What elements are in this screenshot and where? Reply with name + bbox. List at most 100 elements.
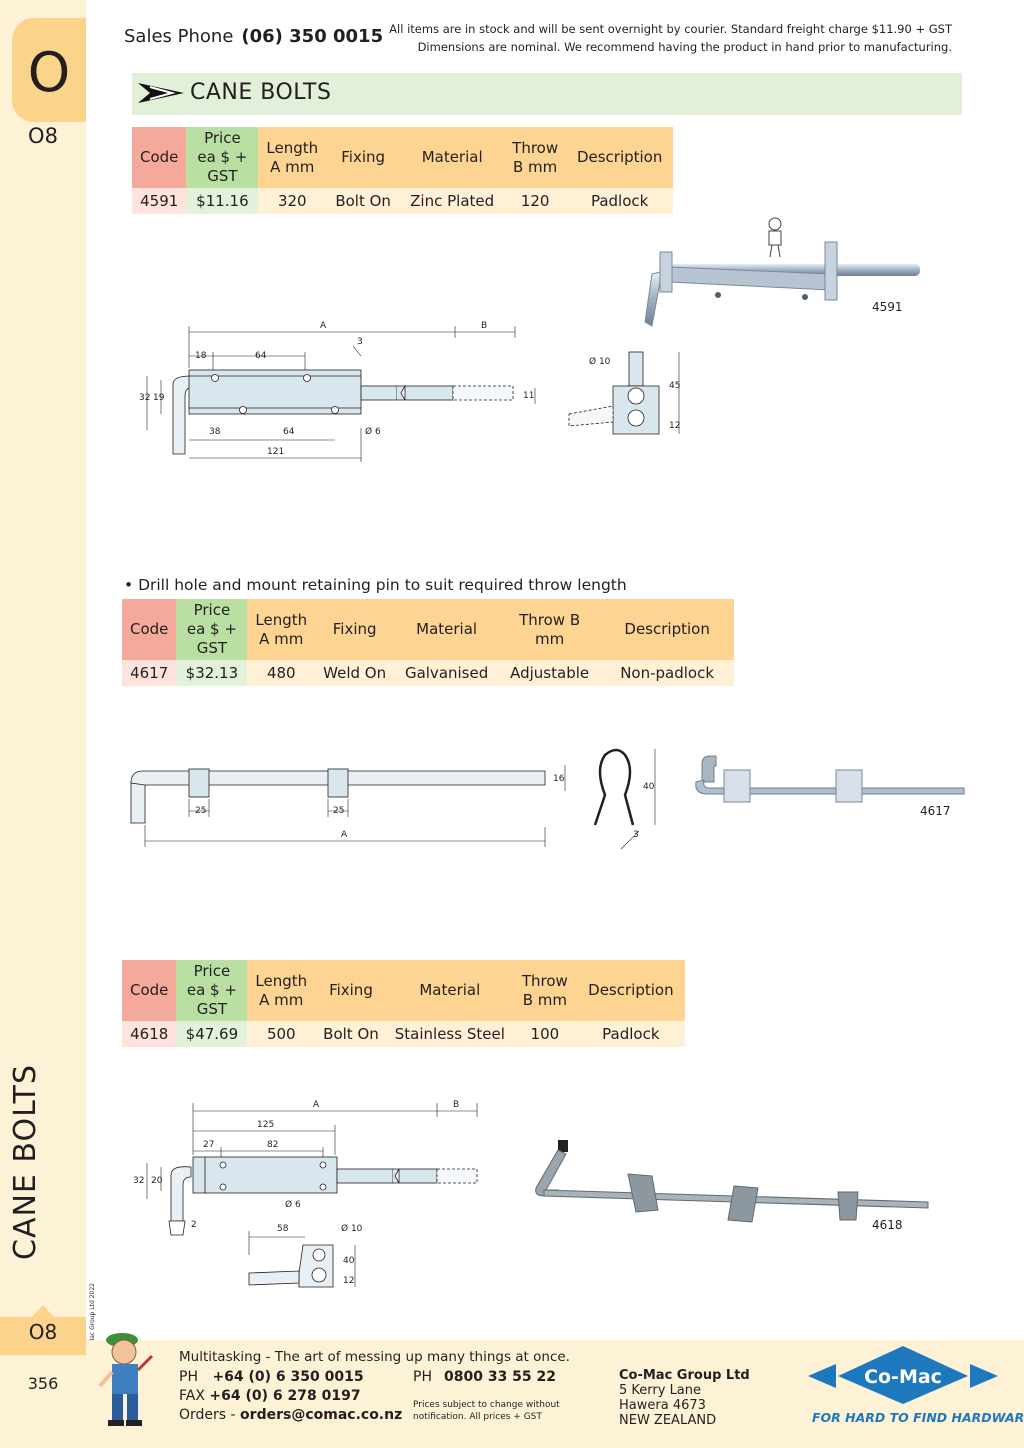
footer-phone-label: PH bbox=[179, 1369, 198, 1385]
title-arrow-icon bbox=[138, 83, 184, 103]
dim-label: 58 bbox=[277, 1224, 289, 1234]
note-4617: • Drill hole and mount retaining pin to … bbox=[124, 576, 627, 594]
table-header-row: Code Price ea $ + GST Length A mm Fixing… bbox=[122, 599, 735, 660]
cell-code: 4591 bbox=[132, 188, 187, 214]
technical-drawing-4617: 25 25 A 16 40 3 bbox=[130, 748, 656, 850]
dim-label: 38 bbox=[209, 427, 221, 437]
footer-fax-label: FAX bbox=[179, 1388, 205, 1404]
company-address: Co-Mac Group Ltd 5 Kerry Lane Hawera 467… bbox=[619, 1368, 750, 1428]
dim-label: 20 bbox=[151, 1176, 163, 1186]
notice-line-2: Dimensions are nominal. We recommend hav… bbox=[417, 40, 952, 54]
section-tab bbox=[12, 18, 86, 122]
table-header-row: Code Price ea $ + GST Length A mm Fixing… bbox=[122, 960, 685, 1021]
dim-label: 82 bbox=[267, 1140, 278, 1150]
dim-label: B bbox=[481, 321, 487, 331]
cell-price: $32.13 bbox=[176, 660, 248, 686]
price-notice-line-2: notification. All prices + GST bbox=[413, 1412, 542, 1422]
stock-notice: All items are in stock and will be sent … bbox=[389, 20, 952, 56]
address-line-3: NEW ZEALAND bbox=[619, 1413, 717, 1428]
dim-label: 25 bbox=[195, 806, 206, 816]
dim-label: 27 bbox=[203, 1140, 214, 1150]
spec-table-4618: Code Price ea $ + GST Length A mm Fixing… bbox=[122, 960, 685, 1047]
dim-label: 121 bbox=[267, 447, 284, 457]
header-fixing: Fixing bbox=[326, 127, 401, 188]
product-photo-4617: 4617 bbox=[695, 755, 965, 818]
table-row: 4591 $11.16 320 Bolt On Zinc Plated 120 … bbox=[132, 188, 674, 214]
footer-fax: FAX +64 (0) 6 278 0197 bbox=[179, 1388, 361, 1404]
dim-label: 3 bbox=[633, 830, 639, 840]
page-code-bottom: O8 bbox=[28, 1320, 58, 1344]
dim-label: Ø 6 bbox=[285, 1199, 301, 1210]
address-line-2: Hawera 4673 bbox=[619, 1398, 706, 1413]
dim-label: 16 bbox=[553, 774, 565, 784]
company-name: Co-Mac Group Ltd bbox=[619, 1368, 750, 1383]
footer-orders-label: Orders - bbox=[179, 1407, 236, 1423]
table-row: 4618 $47.69 500 Bolt On Stainless Steel … bbox=[122, 1021, 685, 1047]
dim-label: 40 bbox=[643, 782, 655, 792]
cell-length: 480 bbox=[247, 660, 316, 686]
dim-label: 40 bbox=[343, 1256, 355, 1266]
product-photo-4618: 4618 bbox=[535, 1140, 929, 1232]
section-title: CANE BOLTS bbox=[190, 80, 332, 105]
dim-label: 18 bbox=[195, 351, 207, 361]
dim-label: 32 bbox=[139, 393, 150, 403]
dim-label: 45 bbox=[669, 381, 680, 391]
table-header-row: Code Price ea $ + GST Length A mm Fixing… bbox=[132, 127, 674, 188]
price-notice-line-1: Prices subject to change without bbox=[413, 1400, 560, 1410]
header-price: Price ea $ + GST bbox=[186, 127, 259, 188]
cell-throw: 100 bbox=[512, 1021, 577, 1047]
table-row: 4617 $32.13 480 Weld On Galvanised Adjus… bbox=[122, 660, 735, 686]
technical-drawing-4591: A B 18 64 3 32 19 11 38 64 Ø 6 121 Ø 10 … bbox=[139, 321, 680, 462]
footer-phone-number[interactable]: +64 (0) 6 350 0015 bbox=[212, 1369, 364, 1385]
header-material: Material bbox=[394, 599, 500, 660]
cell-description: Non-padlock bbox=[600, 660, 735, 686]
page-code-top: O8 bbox=[28, 124, 58, 148]
footer-phone: PH +64 (0) 6 350 0015 bbox=[179, 1369, 364, 1385]
footer-slogan: Multitasking - The art of messing up man… bbox=[179, 1349, 570, 1365]
cell-throw: Adjustable bbox=[499, 660, 601, 686]
dim-label: 12 bbox=[669, 421, 680, 431]
product-label-4617: 4617 bbox=[920, 804, 951, 818]
sales-phone-number[interactable]: (06) 350 0015 bbox=[241, 26, 384, 47]
dim-label: 12 bbox=[343, 1276, 354, 1286]
dim-label: 2 bbox=[191, 1220, 197, 1230]
header-code: Code bbox=[132, 127, 187, 188]
section-title-band bbox=[132, 73, 962, 115]
product-label-4618: 4618 bbox=[872, 1218, 903, 1232]
cell-length: 500 bbox=[247, 1021, 316, 1047]
footer-band bbox=[86, 1340, 1024, 1448]
header-throw: Throw B mm bbox=[504, 127, 567, 188]
cell-price: $11.16 bbox=[186, 188, 259, 214]
header-fixing: Fixing bbox=[315, 599, 395, 660]
left-sidebar-strip bbox=[0, 0, 86, 1448]
page-number: 356 bbox=[27, 1374, 59, 1393]
comac-logo: Co-Mac bbox=[808, 1346, 998, 1404]
cartoon-figure-icon bbox=[768, 217, 782, 258]
cell-code: 4618 bbox=[122, 1021, 177, 1047]
cell-material: Zinc Plated bbox=[400, 188, 505, 214]
header-throw: Throw B mm bbox=[499, 599, 601, 660]
header-fixing: Fixing bbox=[315, 960, 387, 1021]
footer-freephone-number[interactable]: 0800 33 55 22 bbox=[443, 1369, 557, 1385]
header-price: Price ea $ + GST bbox=[176, 599, 248, 660]
header-price: Price ea $ + GST bbox=[176, 960, 248, 1021]
footer-orders-email[interactable]: orders@comac.co.nz bbox=[240, 1407, 403, 1423]
footer-price-notice: Prices subject to change without notific… bbox=[413, 1399, 560, 1423]
cell-fixing: Bolt On bbox=[326, 188, 401, 214]
header-material: Material bbox=[386, 960, 513, 1021]
spec-table-4617: Code Price ea $ + GST Length A mm Fixing… bbox=[122, 599, 735, 686]
dim-label: Ø 10 bbox=[589, 356, 611, 367]
header-description: Description bbox=[600, 599, 735, 660]
mascot-icon bbox=[98, 1333, 154, 1426]
dim-label: 64 bbox=[283, 427, 295, 437]
product-photo-4591: 4591 bbox=[644, 217, 920, 327]
header-length: Length A mm bbox=[247, 960, 316, 1021]
logo-text: Co-Mac bbox=[864, 1366, 942, 1388]
dim-label: Ø 10 bbox=[341, 1223, 363, 1234]
dim-label: 125 bbox=[257, 1120, 274, 1130]
dim-label: 64 bbox=[255, 351, 267, 361]
dim-label: 11 bbox=[523, 391, 534, 401]
dim-label: A bbox=[341, 830, 348, 840]
cell-fixing: Bolt On bbox=[315, 1021, 387, 1047]
dim-label: B bbox=[453, 1100, 459, 1110]
